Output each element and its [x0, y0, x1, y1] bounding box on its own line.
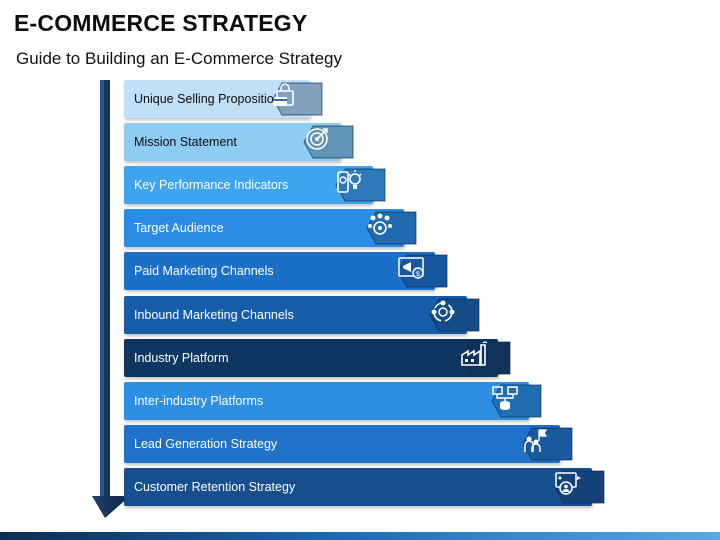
step-label: Target Audience	[134, 221, 224, 236]
step-bar	[124, 209, 404, 248]
step-8: Inter-industry Platforms	[124, 381, 543, 420]
down-arrow	[92, 80, 130, 518]
step-icon-badge	[272, 82, 324, 116]
step-icon-badge	[334, 168, 387, 202]
audience-target-icon	[367, 213, 392, 236]
shopping-bag-card-icon	[274, 83, 294, 106]
step-icon-badge	[460, 340, 512, 375]
step-icon-badge	[428, 297, 481, 332]
step-bar	[124, 166, 373, 205]
network-database-icon	[492, 385, 518, 410]
step-4: Target Audience	[124, 209, 418, 248]
megaphone-dollar-icon: $	[398, 257, 424, 280]
step-label: Inter-industry Platforms	[134, 393, 264, 408]
step-label: Industry Platform	[134, 350, 229, 365]
customer-retention-icon	[554, 472, 581, 495]
step-icon-badge	[366, 211, 418, 245]
svg-text:$: $	[416, 270, 420, 278]
step-label: Mission Statement	[134, 135, 237, 150]
step-bar	[124, 467, 592, 506]
inbound-cycle-icon	[431, 300, 454, 322]
step-icon-badge	[522, 427, 574, 461]
kpi-phone-bulb-icon	[336, 170, 362, 193]
step-9: Lead Generation Strategy	[124, 424, 574, 463]
step-3: Key Performance Indicators	[124, 166, 387, 205]
step-icon-badge	[553, 470, 606, 504]
step-icon-badge	[491, 384, 543, 418]
factory-icon	[460, 340, 488, 366]
step-bar	[124, 252, 436, 291]
leader-flag-icon	[524, 429, 548, 452]
step-label: Inbound Marketing Channels	[134, 307, 294, 322]
step-bar	[124, 381, 530, 420]
step-7: Industry Platform	[124, 338, 512, 377]
step-2: Mission Statement	[124, 123, 355, 162]
step-6: Inbound Marketing Channels	[124, 295, 481, 334]
step-label: Unique Selling Proposition	[134, 92, 281, 106]
page-subtitle: Guide to Building an E-Commerce Strategy	[16, 49, 342, 68]
step-bar	[124, 338, 498, 377]
step-label: Customer Retention Strategy	[134, 479, 296, 494]
target-icon	[306, 128, 329, 150]
step-label: Lead Generation Strategy	[134, 436, 278, 451]
step-5: Paid Marketing Channels $	[124, 252, 449, 291]
step-label: Key Performance Indicators	[134, 178, 289, 193]
step-bar	[124, 424, 561, 463]
step-bar	[124, 295, 467, 334]
step-icon-badge: $	[397, 254, 449, 288]
footer-accent-bar	[0, 532, 720, 540]
step-1: Unique Selling Proposition	[124, 80, 324, 118]
page-title: E-COMMERCE STRATEGY	[14, 10, 308, 36]
step-10: Customer Retention Strategy	[124, 467, 606, 506]
step-label: Paid Marketing Channels	[134, 264, 274, 279]
step-icon-badge	[303, 125, 355, 159]
